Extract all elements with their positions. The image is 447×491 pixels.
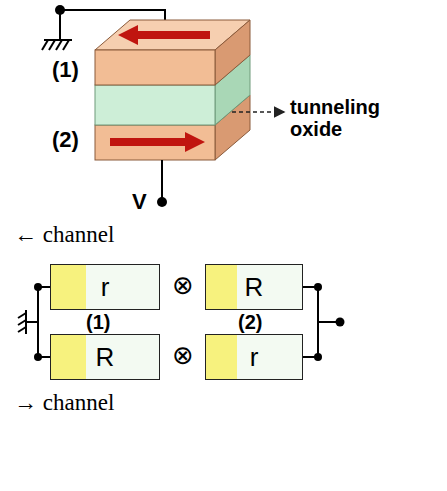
resistor-box: R [50, 334, 160, 380]
fixed-layer [95, 20, 250, 85]
part-label: V [132, 190, 147, 214]
junction-dot [34, 283, 42, 291]
resistance-label: R [96, 342, 115, 373]
part-label: (1) [52, 58, 79, 82]
junction-dot [34, 353, 42, 361]
leader-line [232, 111, 284, 113]
terminal-dot [157, 197, 167, 207]
terminal-dot [336, 318, 345, 327]
channel-label: ← channel [14, 222, 114, 247]
part-label: ⊗ [172, 271, 194, 300]
magnetization-arrow [110, 25, 210, 152]
part-label: (1) [86, 311, 110, 333]
wire-connector [38, 287, 50, 357]
terminal-dot [55, 5, 65, 15]
channel-label: → channel [14, 390, 114, 415]
callout-label: tunneling oxide [290, 96, 400, 140]
resistor-box: R [205, 264, 303, 310]
junction-dot [314, 353, 322, 361]
part-label: (2) [238, 311, 262, 333]
ground-symbol [18, 310, 38, 334]
wire-connector [303, 287, 318, 357]
resistor-box: r [205, 334, 303, 380]
wire [318, 321, 338, 323]
part-label: (2) [52, 128, 79, 152]
resistance-label: R [245, 272, 264, 303]
resistor-box: r [50, 264, 160, 310]
junction-dot [314, 283, 322, 291]
resistance-label: r [101, 272, 110, 303]
wire [161, 160, 163, 200]
part-label: ⊗ [172, 341, 194, 370]
resistance-label: r [250, 342, 259, 373]
